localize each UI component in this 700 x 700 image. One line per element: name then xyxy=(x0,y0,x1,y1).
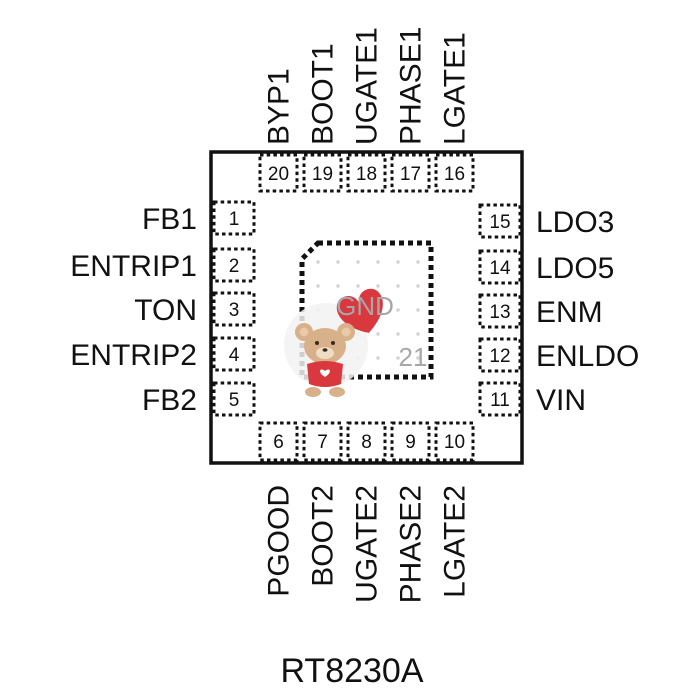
pin-number: 2 xyxy=(229,256,240,277)
pin-18: 18 UGATE1 xyxy=(346,27,387,193)
pin-name: ENLDO xyxy=(536,340,639,373)
left-pins: 1 FB1 2 ENTRIP1 3 TON 4 ENTRIP2 5 FB2 xyxy=(70,200,256,417)
pin-number: 3 xyxy=(229,300,240,321)
pin-name: BOOT2 xyxy=(307,485,340,587)
pin-name: VIN xyxy=(536,384,586,417)
pin-16: 16 LGATE1 xyxy=(434,32,475,193)
pin-20: 20 BYP1 xyxy=(258,68,299,193)
pin-number: 15 xyxy=(489,212,510,233)
pin-1: 1 FB1 xyxy=(142,200,256,236)
pin-name: ENTRIP1 xyxy=(70,250,197,283)
top-pins: 20 BYP1 19 BOOT1 18 UGATE1 17 PHASE1 16 … xyxy=(258,27,475,193)
pin-14: 14 LDO5 xyxy=(478,249,614,285)
right-pins: 15 LDO3 14 LDO5 13 ENM 12 ENLDO 11 VIN xyxy=(478,203,639,417)
pin-name: ENTRIP2 xyxy=(70,339,197,372)
pin-10: 10 LGATE2 xyxy=(434,421,475,598)
pin-12: 12 ENLDO xyxy=(478,337,639,373)
pin-3: 3 TON xyxy=(134,291,256,327)
pin-number: 8 xyxy=(361,432,372,453)
pin-11: 11 VIN xyxy=(478,381,586,417)
pin-number: 20 xyxy=(268,164,289,185)
pin-number: 9 xyxy=(405,432,416,453)
pin-number: 10 xyxy=(444,432,465,453)
pin-name: PGOOD xyxy=(263,485,296,597)
pin-number: 19 xyxy=(312,164,333,185)
pin-name: LDO3 xyxy=(536,206,614,239)
pin-number: 16 xyxy=(444,164,465,185)
pin-17: 17 PHASE1 xyxy=(390,27,431,193)
pin-name: BYP1 xyxy=(263,68,296,145)
pin-name: FB1 xyxy=(142,203,197,236)
pin-name: PHASE2 xyxy=(395,485,428,603)
pin-name: LGATE2 xyxy=(439,485,472,598)
pin-15: 15 LDO3 xyxy=(478,203,614,239)
pin-13: 13 ENM xyxy=(478,293,603,329)
pin-number: 18 xyxy=(356,164,377,185)
pin-8: 8 UGATE2 xyxy=(346,421,387,603)
pin-name: BOOT1 xyxy=(307,43,340,145)
pin-4: 4 ENTRIP2 xyxy=(70,336,256,372)
pin-5: 5 FB2 xyxy=(142,381,256,417)
pin-name: TON xyxy=(134,294,197,327)
pin-number: 14 xyxy=(489,258,511,279)
pin-name: LGATE1 xyxy=(439,32,472,145)
pin-6: 6 PGOOD xyxy=(258,421,299,597)
pin-7: 7 BOOT2 xyxy=(302,421,343,587)
heart-balloon-icon xyxy=(336,288,383,333)
pin-name: UGATE1 xyxy=(351,27,384,145)
bottom-pins: 6 PGOOD 7 BOOT2 8 UGATE2 9 PHASE2 10 LGA… xyxy=(258,421,475,603)
pin-2: 2 ENTRIP1 xyxy=(70,247,256,283)
pin-9: 9 PHASE2 xyxy=(390,421,431,603)
pin-number: 4 xyxy=(229,345,240,366)
pin-number: 12 xyxy=(489,346,510,367)
teddy-bear-watermark xyxy=(284,288,383,397)
pin-name: LDO5 xyxy=(536,252,614,285)
exposed-pad-label: GND xyxy=(336,291,394,321)
pin-name: FB2 xyxy=(142,384,197,417)
pin-number: 13 xyxy=(489,302,510,323)
pin-number: 11 xyxy=(490,390,510,411)
pin-number: 6 xyxy=(273,432,284,453)
pin-name: ENM xyxy=(536,296,603,329)
pin-19: 19 BOOT1 xyxy=(302,43,343,193)
pin-name: UGATE2 xyxy=(351,485,384,603)
exposed-pad-number: 21 xyxy=(399,342,428,372)
pin-number: 1 xyxy=(229,209,240,230)
pin-number: 5 xyxy=(229,390,240,411)
pin-number: 17 xyxy=(400,164,421,185)
pin-number: 7 xyxy=(317,432,328,453)
part-name: RT8230A xyxy=(280,652,423,690)
pin-name: PHASE1 xyxy=(395,27,428,145)
